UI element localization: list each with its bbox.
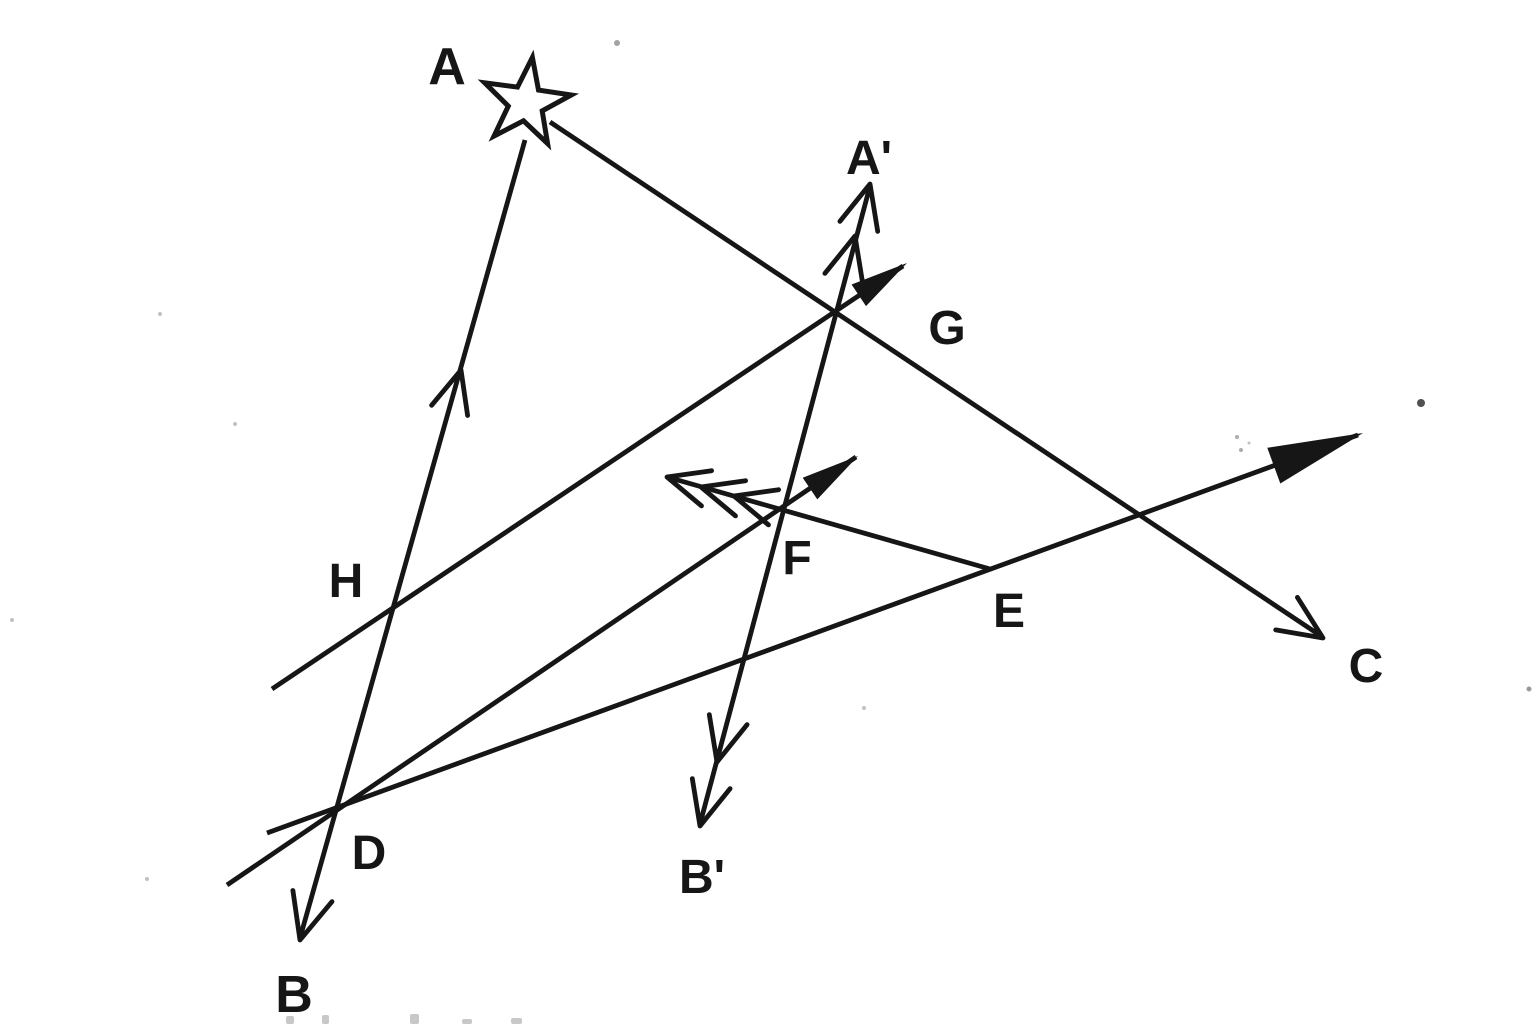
- line-A-C: [548, 120, 1323, 638]
- scan-speck: [1239, 448, 1243, 452]
- scan-smudge: [410, 1014, 419, 1024]
- label-E: E: [993, 585, 1025, 638]
- scan-speck: [1417, 399, 1425, 407]
- segment-E-F-extended: [666, 474, 991, 572]
- line-D-E: [266, 432, 1359, 836]
- scan-speck: [1247, 441, 1251, 445]
- scan-speck: [145, 877, 149, 881]
- ray-D-F: [225, 455, 858, 887]
- label-B-prime: B': [679, 851, 725, 904]
- scan-smudge: [511, 1018, 522, 1024]
- label-G: G: [928, 302, 965, 355]
- line-A-B: [297, 139, 528, 939]
- scan-smudge: [462, 1019, 472, 1024]
- scan-speck: [10, 618, 14, 622]
- label-H: H: [329, 555, 364, 608]
- label-D: D: [352, 827, 387, 880]
- scan-speck: [158, 312, 162, 316]
- arrowhead-C: [1273, 595, 1326, 641]
- label-A: A: [428, 38, 466, 96]
- scan-speck: [614, 40, 620, 46]
- scan-smudge: [322, 1015, 329, 1024]
- label-C: C: [1349, 640, 1384, 693]
- arrowhead-Aprime-second: [822, 233, 866, 286]
- scan-speck: [862, 706, 866, 710]
- arrowhead-on-AB-mid: [429, 367, 470, 418]
- arrowhead-F-ray: [802, 456, 858, 500]
- label-A-prime: A': [846, 132, 892, 185]
- arrowhead-Bprime-second: [706, 712, 750, 765]
- arrowhead-EF-1: [664, 468, 714, 509]
- ray-H-G: [270, 264, 905, 691]
- arrowhead-B: [290, 888, 335, 943]
- arrowhead-G-ray: [851, 263, 907, 307]
- arrowhead-E-line: [1267, 433, 1363, 484]
- arrowhead-EF-2: [698, 478, 748, 519]
- arrowhead-EF-3: [731, 487, 781, 528]
- label-B: B: [275, 966, 313, 1024]
- label-F: F: [782, 532, 811, 585]
- scan-smudge: [286, 1016, 294, 1024]
- star-icon: [477, 49, 580, 151]
- arrowhead-Aprime-tip: [837, 181, 881, 234]
- scan-speck: [233, 422, 237, 426]
- arrowhead-Bprime-tip: [689, 776, 733, 829]
- scan-speck: [1526, 686, 1532, 692]
- scan-speck: [1235, 435, 1239, 439]
